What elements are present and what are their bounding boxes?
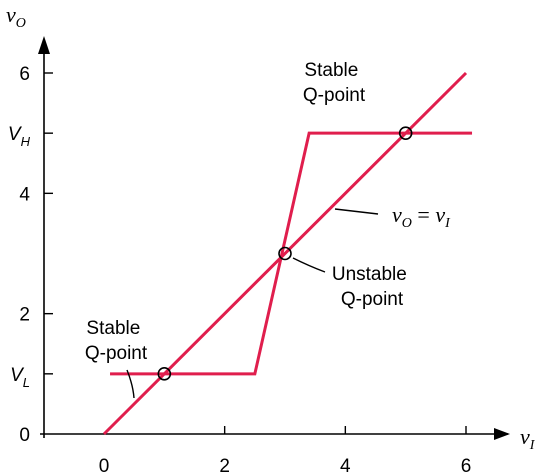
- y-tick-label-1-sub: L: [23, 375, 30, 390]
- unstable-q-point-leader: [292, 257, 326, 273]
- identity-eq: =: [412, 202, 435, 227]
- x-axis-label-sub: I: [529, 438, 536, 453]
- annotation-unstable-q-point: Unstable Q-point: [292, 257, 412, 310]
- series-transfer-curve: [110, 131, 473, 376]
- y-tick-label-5-sub: H: [21, 134, 31, 149]
- y-axis-label: vO: [6, 2, 26, 31]
- curves: [102, 71, 473, 436]
- stable-q-point-lower-label: Stable Q-point: [85, 318, 148, 364]
- stable-q-point-upper-line1: Stable: [304, 60, 358, 81]
- y-axis-label-sub: O: [16, 16, 26, 31]
- x-tick-label-4: 4: [340, 456, 351, 475]
- identity-line-leader: [334, 208, 379, 215]
- q-point-marker-2: [278, 246, 292, 261]
- annotation-identity-line: vO = vI: [334, 202, 451, 231]
- y-tick-label-6: 6: [19, 64, 30, 85]
- unstable-q-point-line1: Unstable: [332, 264, 407, 285]
- y-tick-label-1-main: V: [10, 365, 25, 386]
- annotation-stable-q-point-upper: Stable Q-point: [303, 60, 366, 106]
- stable-q-point-lower-line2: Q-point: [85, 343, 148, 364]
- identity-line-label: vO = vI: [392, 202, 451, 231]
- x-tick-label-0: 0: [99, 456, 110, 475]
- q-point-marker-1: [157, 367, 172, 381]
- y-tick-label-1: VL: [10, 365, 30, 390]
- identity-lhs-sub: O: [402, 216, 412, 231]
- y-tick-label-4: 4: [19, 184, 30, 205]
- stable-q-point-lower-leader: [126, 369, 135, 399]
- y-tick-label-5-main: V: [8, 124, 23, 145]
- annotation-stable-q-point-lower: Stable Q-point: [85, 318, 148, 399]
- x-axis-label-main: v: [520, 424, 530, 449]
- unstable-q-point-line2: Q-point: [341, 289, 404, 310]
- unstable-q-point-label: Unstable Q-point: [332, 264, 412, 310]
- stable-q-point-upper-line2: Q-point: [303, 85, 366, 106]
- q-point-marker-3: [398, 126, 413, 140]
- stable-q-point-upper-label: Stable Q-point: [303, 60, 366, 106]
- q-point-markers: [157, 126, 413, 381]
- y-tick-label-2: 2: [19, 305, 30, 326]
- identity-rhs: v: [435, 202, 445, 227]
- identity-rhs-sub: I: [444, 216, 451, 231]
- y-axis-label-main: v: [6, 2, 16, 27]
- y-tick-label-0: 0: [19, 425, 30, 446]
- y-tick-label-5: VH: [8, 124, 31, 149]
- x-axis-arrow: [494, 428, 510, 440]
- series-identity-line: [102, 71, 468, 436]
- x-axis-label: vI: [520, 424, 536, 453]
- x-tick-label-2: 2: [219, 456, 230, 475]
- identity-lhs: v: [392, 202, 402, 227]
- x-tick-label-6: 6: [461, 456, 472, 475]
- y-axis-arrow: [38, 36, 50, 54]
- stable-q-point-lower-line1: Stable: [86, 318, 140, 339]
